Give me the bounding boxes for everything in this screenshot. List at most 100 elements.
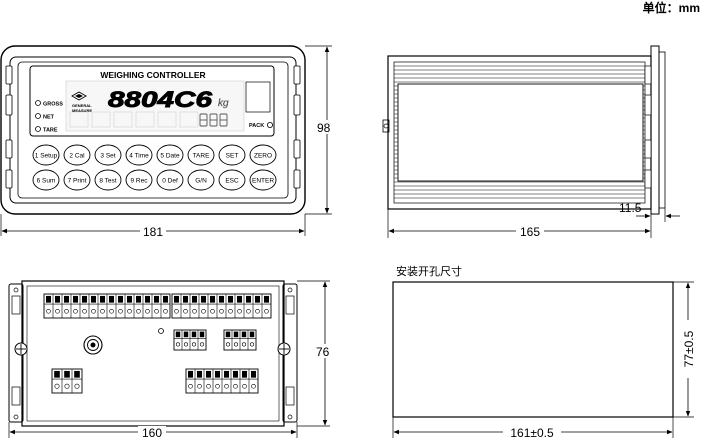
rear-width-label: 160 — [142, 426, 162, 440]
terminal-screw-icon — [182, 295, 189, 303]
terminal-hole-icon — [206, 383, 211, 389]
front-view: WEIGHING CONTROLLER GROSS NET TARE — [0, 45, 336, 239]
terminal-screw-icon — [191, 331, 197, 338]
rear-right-thumbscrew-icon — [277, 342, 291, 356]
key-button[interactable]: 1 Setup — [32, 144, 60, 166]
key-button[interactable]: 0 Def — [156, 169, 184, 191]
front-height-label: 98 — [317, 121, 331, 135]
cutout-width-label-bg — [503, 426, 561, 440]
terminal-screw-icon — [250, 370, 257, 378]
indicator-net-label: NET — [43, 115, 55, 121]
key-button-shape[interactable] — [249, 169, 277, 191]
key-button[interactable]: 3 Set — [94, 144, 122, 166]
terminal-hole-icon — [91, 308, 96, 314]
side-inner-housing — [393, 61, 646, 204]
side-bezel-clips — [644, 65, 652, 189]
key-button-shape[interactable] — [156, 144, 184, 166]
key-button-shape[interactable] — [125, 144, 153, 166]
key-button[interactable]: 9 Rec — [125, 169, 153, 191]
bottom-terminal-block-right — [185, 368, 259, 394]
key-button[interactable]: ZERO — [249, 144, 277, 166]
rear-inner-frame — [26, 285, 280, 422]
indicator-tare-label: TARE — [43, 128, 58, 134]
front-title: WEIGHING CONTROLLER — [100, 70, 205, 80]
secondary-display — [199, 113, 228, 127]
terminal-screw-icon — [209, 295, 216, 303]
terminal-hole-icon — [264, 308, 269, 314]
side-depth-label: 165 — [520, 225, 540, 239]
key-button[interactable]: 5 Date — [156, 144, 184, 166]
terminal-hole-icon — [136, 308, 141, 314]
key-button-shape[interactable] — [63, 144, 91, 166]
indicator-tare-led — [35, 126, 41, 132]
terminal-screw-icon — [117, 295, 124, 303]
terminal-hole-icon — [242, 383, 247, 389]
rear-right-bracket — [277, 283, 298, 423]
terminal-screw-icon — [249, 331, 255, 338]
rear-top-terminal-blocks — [43, 293, 272, 319]
key-label: ZERO — [254, 152, 272, 159]
terminal-hole-icon — [183, 342, 189, 347]
pack-led — [266, 122, 273, 129]
side-screw-tab — [382, 119, 390, 133]
terminal-screw-icon — [74, 370, 80, 378]
key-button[interactable]: 7 Print — [63, 169, 91, 191]
side-label-plate — [397, 83, 644, 182]
terminal-hole-icon — [210, 308, 215, 314]
key-button[interactable]: ESC — [218, 169, 246, 191]
terminal-screw-icon — [199, 331, 205, 338]
terminal-screw-icon — [63, 295, 70, 303]
key-button-shape[interactable] — [218, 169, 246, 191]
rear-height-label: 76 — [316, 345, 330, 359]
front-outer-bezel — [0, 45, 306, 215]
terminal-screw-icon — [173, 295, 180, 303]
terminal-hole-icon — [215, 383, 220, 389]
middle-terminal-block-1 — [173, 329, 207, 351]
brand-name-line2: MEASURE — [72, 108, 92, 113]
front-inner-frame — [9, 56, 297, 204]
rear-width-label-bg — [138, 426, 166, 440]
key-button-shape[interactable] — [187, 144, 215, 166]
terminal-hole-icon — [55, 308, 60, 314]
rear-view: 160 76 — [8, 280, 337, 440]
key-button[interactable]: ENTER — [249, 169, 277, 191]
key-button[interactable]: TARE — [187, 144, 215, 166]
key-button[interactable]: 8 Test — [94, 169, 122, 191]
key-label: 8 Test — [99, 177, 116, 184]
terminal-screw-icon — [227, 295, 234, 303]
key-button[interactable]: 4 Time — [125, 144, 153, 166]
key-button-shape[interactable] — [32, 169, 60, 191]
key-button[interactable]: G/N — [187, 169, 215, 191]
side-view: 165 11.5 — [382, 45, 680, 239]
key-button-shape[interactable] — [187, 169, 215, 191]
key-button-shape[interactable] — [156, 169, 184, 191]
terminal-hole-icon — [241, 342, 247, 347]
key-label: 0 Def — [162, 177, 178, 184]
terminal-hole-icon — [201, 308, 206, 314]
key-label: 2 Cal — [69, 152, 85, 159]
terminal-screw-icon — [64, 370, 70, 378]
key-button[interactable]: 2 Cal — [63, 144, 91, 166]
terminal-screw-icon — [175, 331, 181, 338]
key-button[interactable]: SET — [218, 144, 246, 166]
terminal-screw-icon — [187, 370, 194, 378]
key-button-shape[interactable] — [94, 144, 122, 166]
indicator-tare: TARE — [35, 126, 58, 134]
key-button-shape[interactable] — [63, 169, 91, 191]
key-button[interactable]: 6 Sum — [32, 169, 60, 191]
key-label: 7 Print — [68, 177, 87, 184]
key-button-shape[interactable] — [249, 144, 277, 166]
key-button-shape[interactable] — [125, 169, 153, 191]
terminal-hole-icon — [251, 383, 256, 389]
side-front-bezel — [650, 45, 660, 215]
key-button-shape[interactable] — [94, 169, 122, 191]
key-button-shape[interactable] — [218, 144, 246, 166]
rear-left-bracket — [8, 283, 28, 423]
side-depth-label-bg — [516, 224, 544, 238]
terminal-screw-icon — [254, 295, 261, 303]
pack-window — [245, 81, 271, 113]
key-button-shape[interactable] — [32, 144, 60, 166]
indicator-gross-label: GROSS — [43, 102, 63, 108]
